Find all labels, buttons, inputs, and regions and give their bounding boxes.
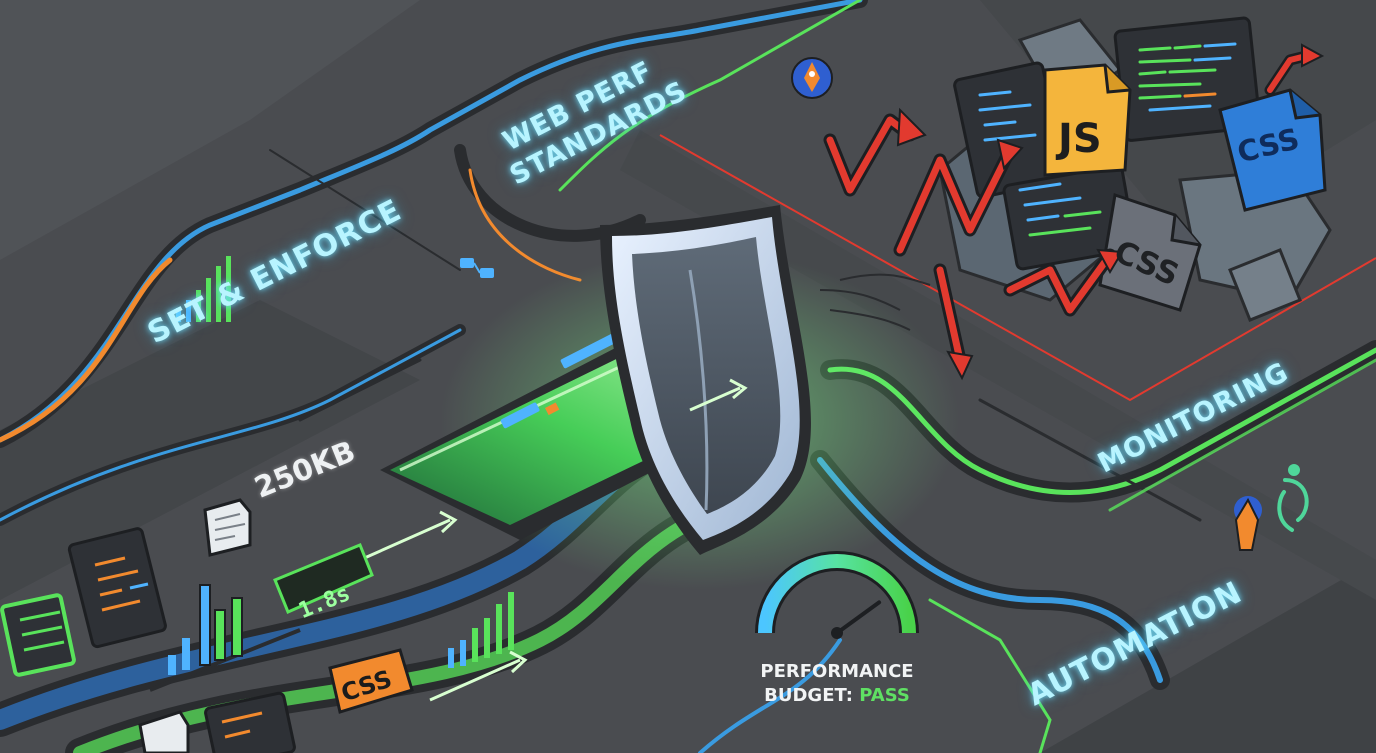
css-file-icon	[1098, 193, 1202, 312]
shield-icon	[600, 205, 811, 555]
js-file-label: JS	[1058, 116, 1102, 162]
code-window-icon	[67, 527, 167, 649]
gauge-icon	[755, 551, 919, 639]
rocket-icon	[1234, 496, 1262, 551]
pass-status: PASS	[859, 685, 910, 706]
css-file-icon	[328, 648, 414, 714]
document-icon	[138, 691, 296, 753]
bar-chart-icon	[149, 584, 301, 692]
document-icon	[203, 498, 252, 557]
deflection-lines	[819, 273, 931, 331]
table-icon	[0, 593, 76, 677]
monitoring-boundary	[659, 134, 1376, 402]
arrow-heads	[896, 43, 1325, 381]
bar-chart-icon	[448, 592, 514, 668]
rocket-icon	[791, 57, 833, 99]
sync-icon	[1277, 464, 1309, 532]
css-file-icon	[1218, 88, 1327, 212]
perf-line2: BUDGET: PASS	[752, 684, 922, 708]
performance-budget-status: PERFORMANCE BUDGET: PASS	[752, 660, 922, 708]
perf-prefix: BUDGET:	[764, 685, 860, 706]
js-file-icon	[1043, 63, 1132, 177]
bar-chart-icon	[176, 256, 231, 322]
network-icon	[460, 258, 494, 278]
flow-arrows	[359, 378, 748, 702]
timer-badge	[273, 543, 374, 614]
file-pile	[938, 16, 1332, 322]
perf-line1: PERFORMANCE	[760, 661, 914, 682]
